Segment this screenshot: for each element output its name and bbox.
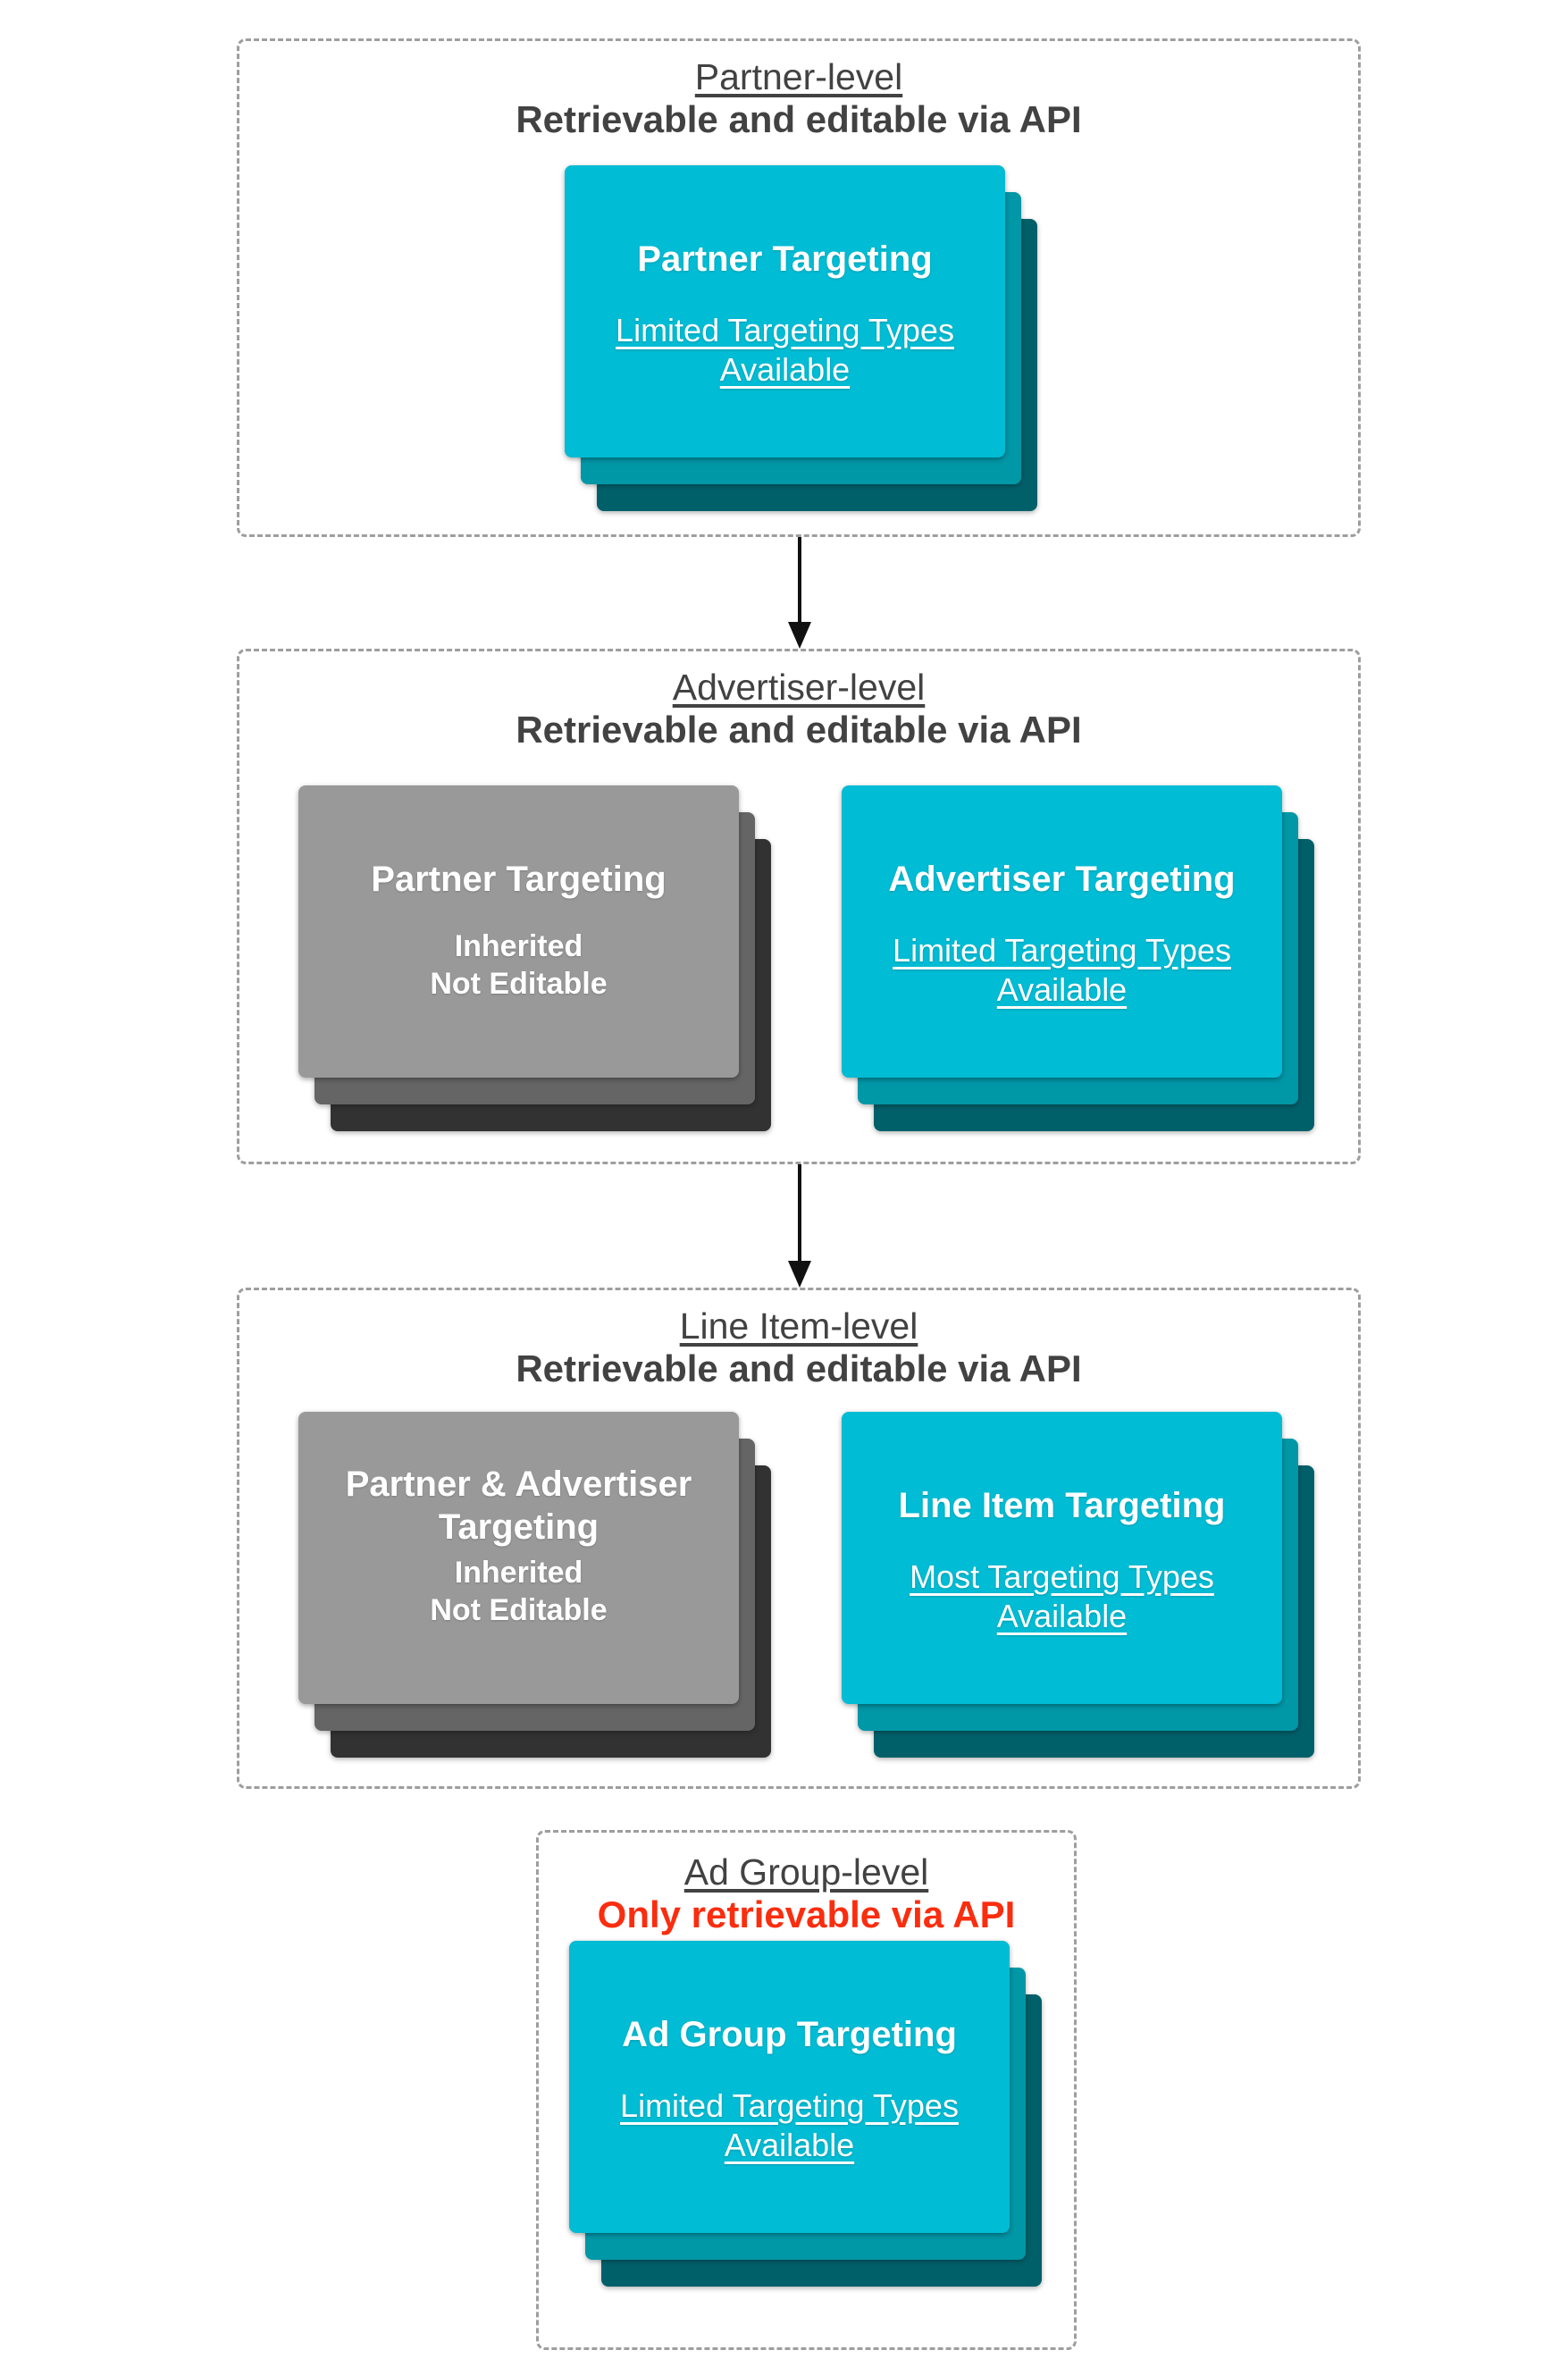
card-line-item-targeting: Line Item Targeting Most Targeting Types… <box>842 1412 1282 1704</box>
section-title: Line Item-level <box>679 1305 918 1347</box>
section-subtitle: Retrievable and editable via API <box>516 1347 1082 1389</box>
section-subtitle: Retrievable and editable via API <box>516 98 1082 140</box>
arrow-line <box>798 1164 801 1262</box>
card-subtitle: Inherited Not Editable <box>314 927 723 1003</box>
card-subtitle: Limited Targeting Types Available <box>585 2086 994 2165</box>
section-title: Ad Group-level <box>683 1851 929 1893</box>
section-title: Partner-level <box>694 56 903 97</box>
card-subtitle: Limited Targeting Types Available <box>581 311 989 390</box>
card-advertiser-targeting: Advertiser Targeting Limited Targeting T… <box>842 785 1282 1078</box>
card-title: Ad Group Targeting <box>622 2015 957 2054</box>
card-partner-targeting-inherited: Partner Targeting Inherited Not Editable <box>298 785 739 1078</box>
card-subtitle-line: Available <box>996 971 1128 1008</box>
card-subtitle-line: Available <box>996 1598 1128 1634</box>
card-subtitle-line: Limited Targeting Types <box>620 2087 959 2124</box>
card-subtitle-line: Not Editable <box>430 967 608 1001</box>
card-subtitle: Most Targeting Types Available <box>858 1557 1266 1636</box>
card-subtitle-line: Not Editable <box>430 1593 608 1627</box>
section-title: Advertiser-level <box>672 667 926 708</box>
card-subtitle-line: Limited Targeting Types <box>893 932 1231 969</box>
card-stack-ad-group-targeting: Ad Group Targeting Limited Targeting Typ… <box>569 1941 1042 2287</box>
arrow-head-icon <box>788 1261 811 1288</box>
card-title: Advertiser Targeting <box>888 860 1236 899</box>
card-subtitle-line: Available <box>719 351 851 388</box>
card-subtitle: Inherited Not Editable <box>314 1554 723 1629</box>
card-subtitle-line: Available <box>724 2127 855 2163</box>
card-stack-partner-targeting: Partner Targeting Limited Targeting Type… <box>565 165 1037 511</box>
arrow-down-2 <box>782 1164 818 1288</box>
card-title: Line Item Targeting <box>898 1486 1226 1525</box>
card-subtitle-line: Inherited <box>454 1556 583 1590</box>
card-stack-line-item-targeting: Line Item Targeting Most Targeting Types… <box>842 1412 1314 1758</box>
card-subtitle-line: Most Targeting Types <box>910 1558 1214 1595</box>
arrow-line <box>798 537 801 623</box>
card-stack-inherited-partner-advertiser-targeting: Partner & Advertiser Targeting Inherited… <box>298 1412 771 1758</box>
card-subtitle-line: Limited Targeting Types <box>616 312 954 348</box>
card-partner-advertiser-targeting-inherited: Partner & Advertiser Targeting Inherited… <box>298 1412 739 1704</box>
card-partner-targeting: Partner Targeting Limited Targeting Type… <box>565 165 1005 457</box>
card-title: Partner Targeting <box>637 239 933 279</box>
card-subtitle-line: Inherited <box>454 929 583 963</box>
arrow-head-icon <box>788 622 811 649</box>
card-title: Partner & Advertiser Targeting <box>345 1465 692 1547</box>
arrow-down-1 <box>782 537 818 649</box>
section-subtitle: Retrievable and editable via API <box>516 709 1082 751</box>
card-subtitle: Limited Targeting Types Available <box>858 931 1266 1010</box>
card-stack-advertiser-targeting: Advertiser Targeting Limited Targeting T… <box>842 785 1314 1131</box>
card-stack-inherited-partner-targeting: Partner Targeting Inherited Not Editable <box>298 785 771 1131</box>
card-title: Partner Targeting <box>371 860 667 899</box>
section-subtitle: Only retrievable via API <box>597 1893 1016 1935</box>
card-ad-group-targeting: Ad Group Targeting Limited Targeting Typ… <box>569 1941 1010 2233</box>
